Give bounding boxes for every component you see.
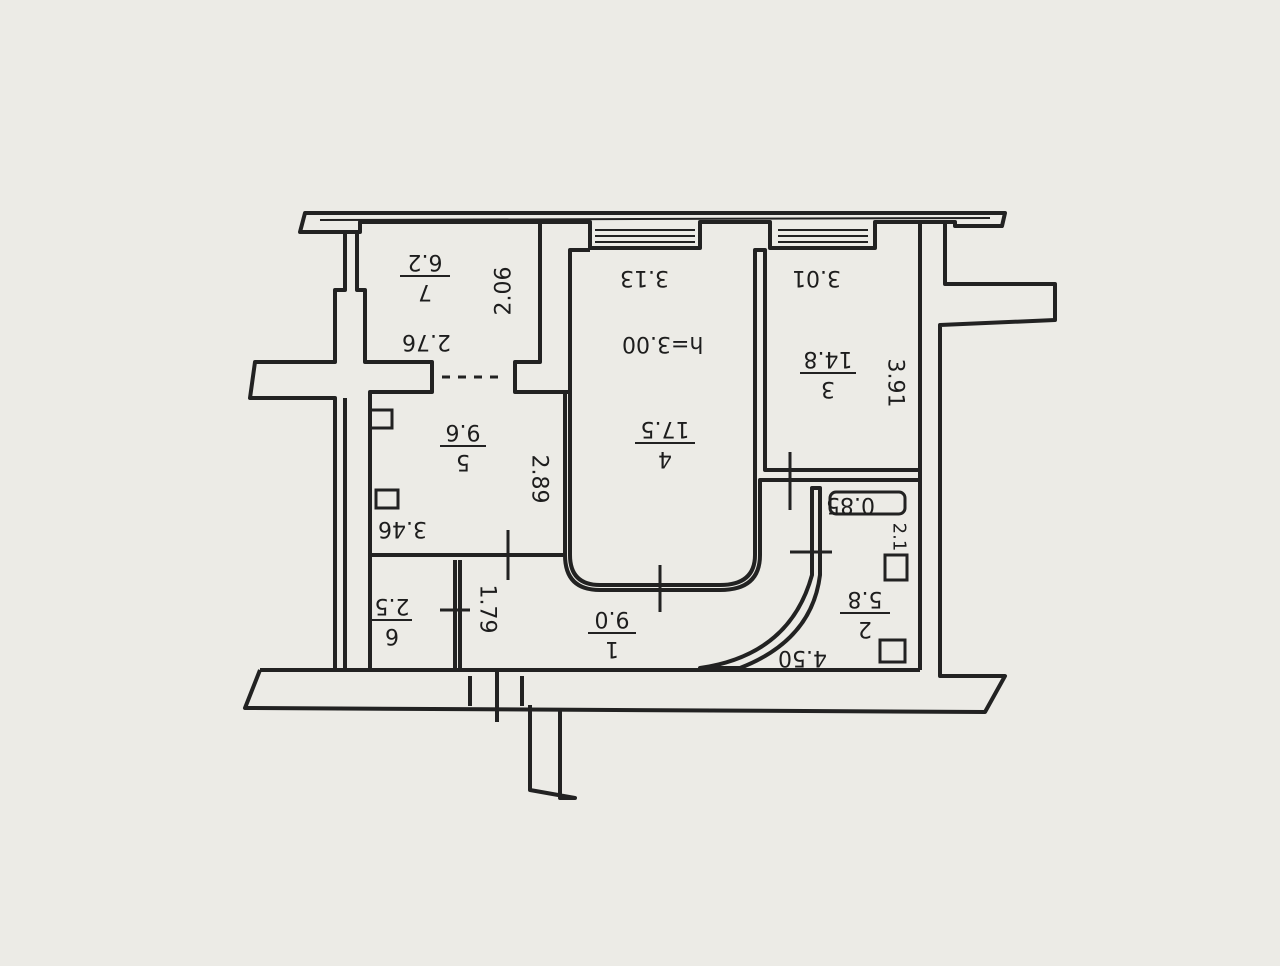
dim-2-06: 2.06 [491,266,517,316]
wall-entrance [528,705,577,800]
dim-3-46: 3.46 [378,516,427,541]
wall-left-upper [248,232,434,672]
dim-2-76: 2.76 [402,329,451,354]
window-1 [595,229,695,243]
dim-4-50: 4.50 [778,645,827,670]
wall-room4 [563,248,922,592]
ceiling-height: h=3.00 [622,331,704,356]
door-bottom [468,672,524,722]
window-3 [319,217,991,221]
dim-2-1: 2.1 [888,522,910,552]
fixture-sink [368,408,394,430]
wall-closet [513,222,590,394]
wall-room6-right [453,560,462,672]
fixture-basin [883,553,909,582]
fixture-bathtub [828,490,907,516]
wall-bottom [243,222,1057,714]
window-2 [778,229,868,243]
fixture-stove [374,488,400,510]
wall-curve [698,486,822,670]
dim-3-13: 3.13 [620,265,669,290]
dim-3-91: 3.91 [882,358,908,408]
dim-1-79: 1.79 [474,584,500,634]
wall-top [298,211,1007,250]
dim-0-85: 0.85 [826,492,875,517]
dim-2-89: 2.89 [526,454,552,504]
fixture-toilet [878,638,907,664]
dim-3-01: 3.01 [792,265,841,290]
